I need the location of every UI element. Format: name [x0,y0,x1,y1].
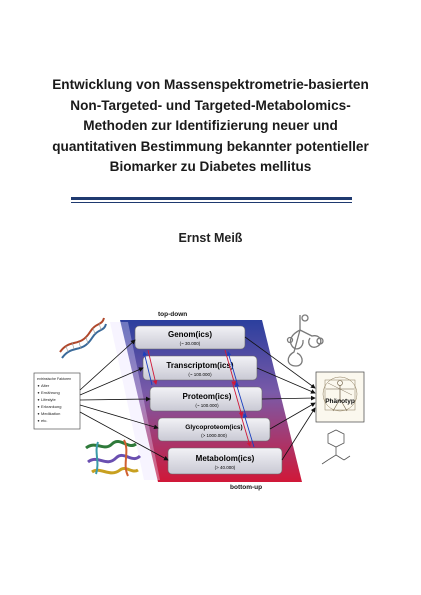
phenotype-box: Phänotyp [315,371,365,423]
factor-arrows [79,339,169,461]
title-rule-top [71,197,352,200]
factors-title: extrinsische Faktoren [37,377,71,381]
level-count: (~ 30.000) [180,341,201,346]
top-down-label: top-down [158,311,187,318]
title-line: Entwicklung von Massenspektrometrie-basi… [52,77,369,92]
pyramid-highlight [110,322,160,480]
phenotype-label: Phänotyp [325,398,355,405]
level-name: Glycoproteom(ics) [185,424,242,431]
bottom-up-label: bottom-up [230,484,262,491]
title-rule-bottom [71,201,352,203]
factor-item: Ernährung [41,390,60,395]
author-name: Ernst Meiß [178,231,243,245]
cascade-arrows [142,349,255,448]
book-title: Entwicklung von Massenspektrometrie-basi… [10,75,411,178]
phenotype-arrows [244,336,316,461]
level-count: (> 40.000) [215,465,236,470]
level-proteom: Proteom(ics) (~ 100.000) [149,386,263,412]
level-count: (> 1000.000) [201,433,227,438]
level-glycoproteom: Glycoproteom(ics) (> 1000.000) [157,417,271,442]
level-metabolom: Metabolom(ics) (> 40.000) [167,447,283,475]
title-line: Methoden zur Identifizierung neuer und [83,118,338,133]
metabolite-structure-icon [321,429,351,465]
title-line: Biomarker zu Diabetes mellitus [109,159,312,174]
title-line: quantitativen Bestimmung bekannter poten… [52,138,369,154]
level-count: (~ 100.000) [188,372,212,377]
factor-item: etc. [41,418,47,423]
level-transcriptom: Transcriptom(ics) (~ 100.000) [142,355,258,381]
level-name: Proteom(ics) [183,392,232,401]
protein-structure-icon [85,439,142,477]
extrinsic-factors-box: extrinsische Faktoren Alter Ernährung Li… [33,372,81,430]
factor-item: Erkrankung [41,404,61,409]
factor-item: Alter [41,383,50,388]
level-name: Transcriptom(ics) [166,361,233,370]
rna-structure-icon [286,314,324,367]
level-name: Metabolom(ics) [196,454,255,463]
level-count: (~ 100.000) [195,403,219,408]
factor-item: Medikation [41,411,60,416]
dna-helix-icon [59,317,107,359]
level-name: Genom(ics) [168,330,212,339]
level-genom: Genom(ics) (~ 30.000) [134,325,246,350]
title-line: Non-Targeted- und Targeted-Metabolomics- [70,97,351,113]
factor-item: Lifestyle [41,397,56,402]
